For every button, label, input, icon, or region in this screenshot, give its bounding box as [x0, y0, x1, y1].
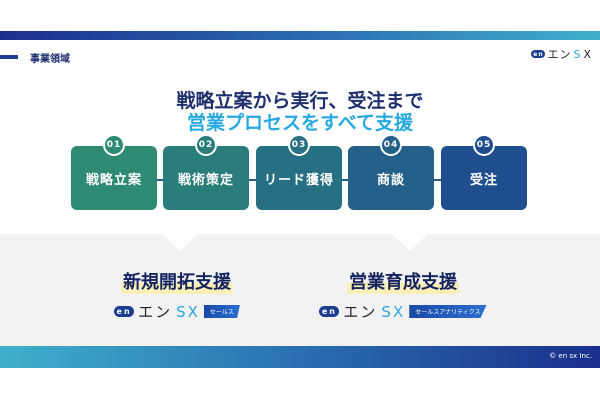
brand-tag: セールス — [203, 305, 240, 318]
step-03: 03 リード獲得 — [256, 134, 342, 210]
brand-tag: セールスアナリティクス — [409, 305, 487, 318]
step-label: 戦術策定 — [177, 172, 234, 188]
step-04: 04 商談 — [348, 134, 434, 210]
step-number: 02 — [195, 134, 217, 156]
pointer-notch — [392, 234, 428, 251]
step-01: 01 戦略立案 — [71, 134, 157, 210]
step-02: 02 戦術策定 — [163, 134, 249, 210]
headline-line2: 営業プロセスをすべて支援 — [187, 112, 413, 134]
services-panel — [0, 234, 600, 346]
step-number: 03 — [288, 134, 310, 156]
step-label: リード獲得 — [263, 172, 334, 188]
header-accent-bar — [0, 55, 18, 59]
step-label: 受注 — [469, 172, 498, 188]
top-band — [0, 31, 600, 40]
step-number: 04 — [380, 134, 402, 156]
step-number: 05 — [473, 134, 495, 156]
section-title: 事業領域 — [30, 54, 70, 65]
step-label: 商談 — [376, 172, 405, 188]
service-title: 新規開拓支援 — [121, 268, 233, 294]
bottom-band — [0, 346, 600, 368]
copyright: © en sx Inc. — [549, 352, 592, 360]
service-title: 営業育成支援 — [347, 268, 459, 294]
step-label: 戦略立案 — [85, 172, 142, 188]
pointer-notch — [162, 234, 198, 251]
step-05: 05 受注 — [441, 134, 527, 210]
step-number: 01 — [103, 134, 125, 156]
headline-line1: 戦略立案から実行、受注まで — [176, 90, 424, 112]
